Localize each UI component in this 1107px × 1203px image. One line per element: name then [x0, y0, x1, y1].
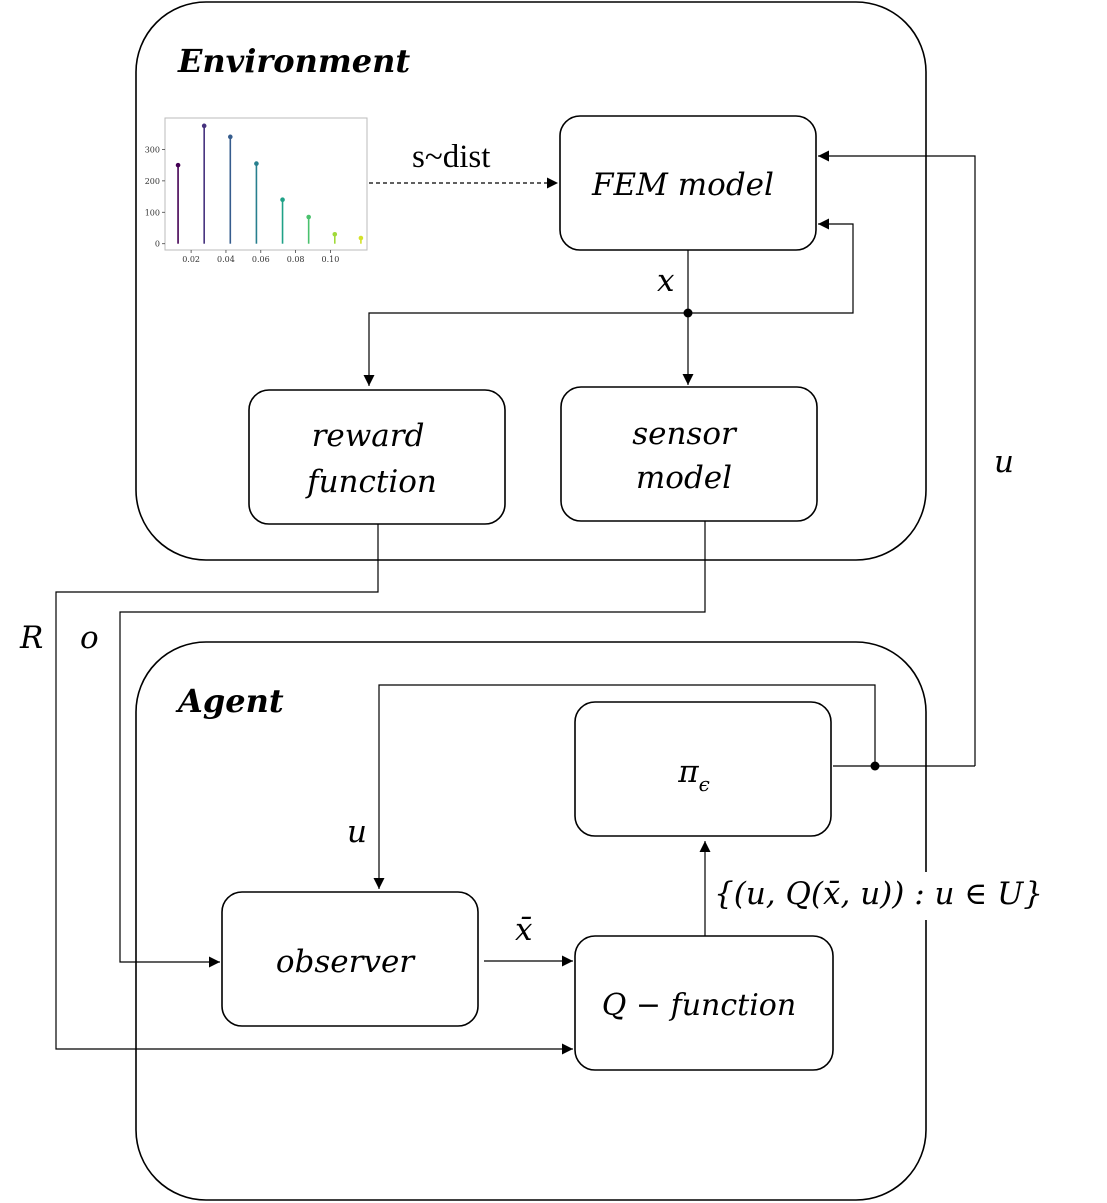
q-values-label-bg	[712, 872, 1054, 920]
sensor-model-box	[560, 386, 818, 522]
agent-container	[135, 641, 927, 1201]
policy-subscript: ϵ	[699, 772, 710, 796]
action-to-observer-arrow	[373, 684, 876, 889]
sample-label: s~dist	[412, 139, 490, 175]
chart-x-tick-label: 0.02	[182, 255, 200, 264]
observation-label: o	[80, 620, 99, 656]
q-values-label: {(u, Q(x̄, u)) : u ∈ U}	[714, 876, 1043, 912]
observer-label: observer	[276, 944, 416, 980]
state-junction-dot	[683, 308, 693, 318]
state-label: x	[657, 263, 675, 299]
estimate-label: x̄	[515, 912, 533, 948]
chart-y-tick-label: 100	[145, 208, 160, 217]
fem-model-label: FEM model	[591, 167, 774, 203]
reward-label: R	[19, 620, 43, 656]
chart-x-tick-label: 0.10	[322, 255, 340, 264]
chart-point	[201, 123, 207, 129]
chart-point	[358, 235, 364, 241]
state-feedback-arrow	[688, 218, 854, 314]
q-function-label: Q − function	[602, 988, 796, 1023]
action-label: u	[994, 444, 1014, 480]
chart-point	[175, 162, 181, 168]
chart-frame	[164, 117, 368, 251]
action-to-fem-arrow	[818, 150, 976, 766]
chart-point	[332, 231, 338, 237]
environment-title: Environment	[177, 42, 410, 80]
chart-x-tick-label: 0.08	[287, 255, 305, 264]
sensor-model-label-line1: sensor	[632, 416, 738, 452]
observer-box	[221, 891, 479, 1027]
reward-signal-arrow	[55, 524, 573, 1055]
chart-point	[228, 134, 233, 140]
reward-function-label-line1: reward	[312, 418, 425, 454]
chart-y-tick-label: 200	[145, 177, 160, 186]
environment-container	[135, 1, 927, 561]
action-feedback-label: u	[347, 814, 367, 850]
q-function-box	[574, 935, 834, 1071]
reward-function-box	[248, 389, 506, 525]
chart-y-tick-label: 0	[155, 240, 160, 249]
chart-y-tick-label: 300	[145, 145, 160, 154]
sample-distribution-chart: 0 100 200 300 0.02 0.04 0.06 0.08 0.10	[145, 117, 368, 264]
chart-x-tick-label: 0.04	[217, 255, 235, 264]
chart-point	[254, 161, 259, 166]
observation-signal-arrow	[119, 521, 706, 968]
chart-point	[280, 197, 285, 203]
chart-x-tick-label: 0.06	[252, 255, 270, 264]
state-to-reward-arrow	[363, 312, 688, 386]
policy-label: πϵ	[677, 754, 710, 796]
reward-function-label-line2: function	[305, 464, 437, 500]
policy-box	[574, 701, 832, 837]
sensor-model-label-line2: model	[636, 460, 732, 496]
action-junction-dot	[870, 761, 880, 771]
agent-title: Agent	[175, 682, 284, 720]
chart-point	[306, 214, 311, 220]
policy-symbol: π	[677, 754, 699, 790]
